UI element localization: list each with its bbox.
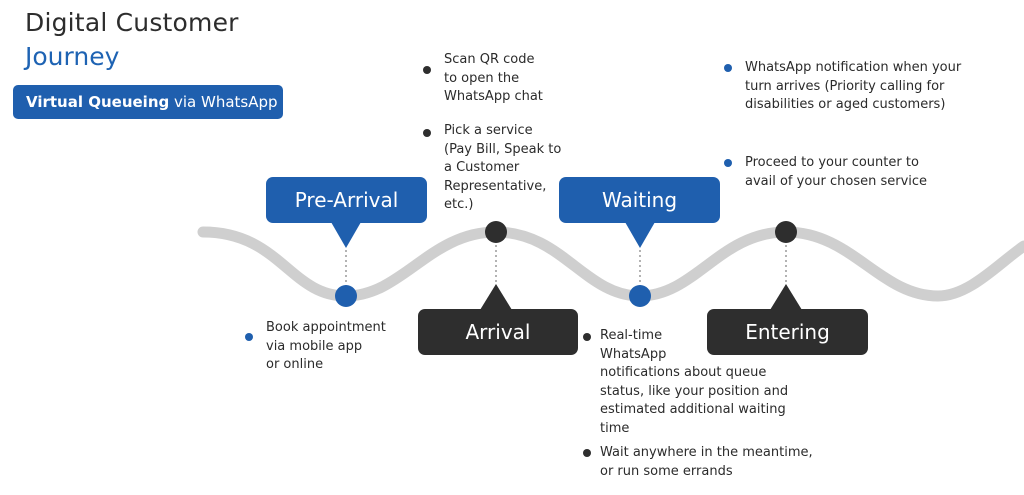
bullet-dot — [724, 64, 732, 72]
pointer-entering — [770, 284, 802, 310]
note-line: Wait anywhere in the meantime, — [600, 445, 813, 460]
note-line: notifications about queue — [600, 365, 767, 380]
stage-arrival: Arrival — [418, 309, 578, 355]
note-line: Scan QR code — [444, 52, 535, 67]
note-line: (Pay Bill, Speak to — [444, 141, 562, 157]
node-pre-arrival — [335, 285, 357, 307]
note-arrival-scan: Scan QR code to open the WhatsApp chat — [444, 51, 543, 107]
note-line: a Customer — [444, 160, 520, 175]
note-line: WhatsApp notification when your — [745, 60, 962, 75]
note-line: estimated additional waiting — [600, 402, 786, 417]
pointer-arrival — [480, 284, 512, 310]
note-line: disabilities or aged customers) — [745, 97, 946, 112]
bullet-dot — [245, 333, 253, 341]
node-arrival — [485, 221, 507, 243]
note-arrival-service: Pick a service (Pay Bill, Speak to a Cus… — [444, 122, 561, 215]
note-entering-notification: WhatsApp notification when your turn arr… — [745, 59, 961, 115]
bullet-dot — [583, 449, 591, 457]
note-line: Book appointment — [266, 320, 386, 335]
pointer-pre-arrival — [331, 222, 361, 248]
note-line: Pick a service — [444, 123, 533, 138]
note-entering-proceed: Proceed to your counter to avail of your… — [745, 154, 927, 191]
note-line: WhatsApp — [600, 346, 667, 362]
bullet-dot — [583, 333, 591, 341]
note-line: to open the — [444, 70, 520, 86]
note-waiting-anywhere: Wait anywhere in the meantime, or run so… — [600, 444, 813, 481]
bullet-dot — [724, 159, 732, 167]
note-pre-arrival: Book appointment via mobile app or onlin… — [266, 319, 386, 375]
page-title-highlight: Journey — [25, 42, 120, 71]
page-title: Digital Customer — [25, 8, 239, 37]
note-waiting-realtime: Real-time WhatsApp notifications about q… — [600, 327, 788, 438]
note-line: etc.) — [444, 197, 474, 212]
node-entering — [775, 221, 797, 243]
note-line: Representative, — [444, 178, 547, 194]
note-line: turn arrives (Priority calling for — [745, 78, 945, 94]
wave-path — [197, 226, 1024, 302]
bullet-dot — [423, 129, 431, 137]
note-line: WhatsApp chat — [444, 89, 543, 104]
note-line: via mobile app — [266, 338, 363, 354]
note-line: or run some errands — [600, 463, 733, 479]
subtitle-badge: Virtual Queueing via WhatsApp — [13, 85, 283, 119]
note-line: time — [600, 420, 630, 436]
note-line: avail of your chosen service — [745, 173, 928, 189]
subtitle-rest: via WhatsApp — [169, 93, 278, 111]
node-waiting — [629, 285, 651, 307]
subtitle-bold: Virtual Queueing — [26, 93, 170, 111]
stage-pre-arrival: Pre-Arrival — [266, 177, 427, 223]
note-line: or online — [266, 357, 324, 372]
stage-entering: Entering — [707, 309, 868, 355]
note-line: Proceed to your counter to — [745, 155, 919, 170]
bullet-dot — [423, 66, 431, 74]
note-line: status, like your position and — [600, 383, 789, 399]
note-line: Real-time — [600, 328, 663, 343]
stage-waiting: Waiting — [559, 177, 720, 223]
pointer-waiting — [625, 222, 655, 248]
